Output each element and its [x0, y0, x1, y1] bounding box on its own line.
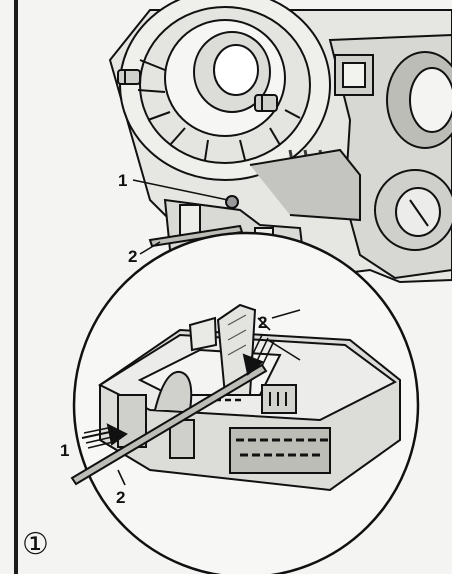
detail-control-module [97, 303, 401, 492]
direction-arrow-insert [81, 423, 128, 449]
callout-2-top: 2 [128, 247, 137, 266]
left-border-line [14, 0, 18, 574]
direction-arrow-release [242, 334, 275, 376]
release-tool-detail [70, 363, 268, 486]
callout-2-detail: 2 [258, 313, 267, 332]
step-marker: ① [22, 527, 49, 562]
steering-column-assembly [108, 0, 452, 284]
callout-1-detail: 1 [60, 441, 69, 460]
callout-1-top: 1 [118, 171, 127, 190]
callout-2-detail-bottom: 2 [116, 488, 125, 507]
leader-lines-detail [117, 309, 301, 486]
